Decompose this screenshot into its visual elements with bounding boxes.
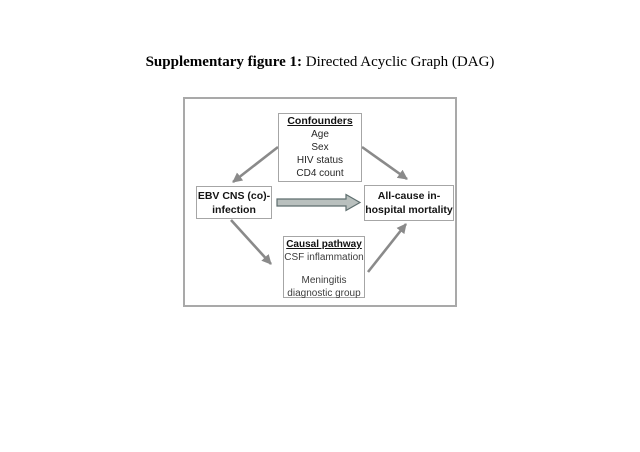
confounders-heading: Confounders — [287, 115, 353, 127]
arrow-exposure-to-causal-pathway — [230, 219, 272, 265]
confounder-item-cd4-count: CD4 count — [296, 168, 344, 179]
outcome-label-line2: hospital mortality — [365, 204, 453, 216]
causal-pathway-box: Causal pathway CSF inflammation Meningit… — [283, 236, 365, 299]
figure-title: Supplementary figure 1: Directed Acyclic… — [0, 54, 640, 71]
causal-pathway-spacer — [284, 264, 364, 275]
dag-frame: Confounders Age Sex HIV status CD4 count… — [183, 97, 457, 307]
confounders-box: Confounders Age Sex HIV status CD4 count — [278, 113, 362, 182]
confounder-item-age: Age — [311, 129, 329, 140]
outcome-box: All-cause in- hospital mortality — [364, 185, 454, 221]
exposure-label-line1: EBV CNS (co)- — [197, 189, 271, 202]
causal-pathway-diagnostic-group: diagnostic group — [287, 287, 361, 299]
confounder-item-sex: Sex — [311, 142, 329, 153]
arrow-confounders-to-exposure — [232, 145, 279, 184]
block-arrow-exposure-to-outcome — [276, 193, 362, 212]
causal-pathway-heading: Causal pathway — [286, 239, 362, 250]
figure-title-text: Directed Acyclic Graph (DAG) — [305, 54, 495, 70]
causal-pathway-meningitis: Meningitis — [301, 275, 347, 286]
outcome-label-line1: All-cause in- — [377, 190, 441, 202]
arrow-confounders-to-outcome — [361, 145, 408, 181]
arrow-causal-pathway-to-outcome — [366, 223, 408, 273]
exposure-box: EBV CNS (co)- infection — [196, 186, 272, 219]
exposure-label-line2: infection — [212, 203, 256, 216]
figure-title-label: Supplementary figure 1: — [145, 54, 302, 70]
dag-arrow-layer — [230, 145, 408, 273]
confounder-item-hiv-status: HIV status — [296, 155, 344, 166]
causal-pathway-csf-inflammation: CSF inflammation — [284, 251, 364, 263]
